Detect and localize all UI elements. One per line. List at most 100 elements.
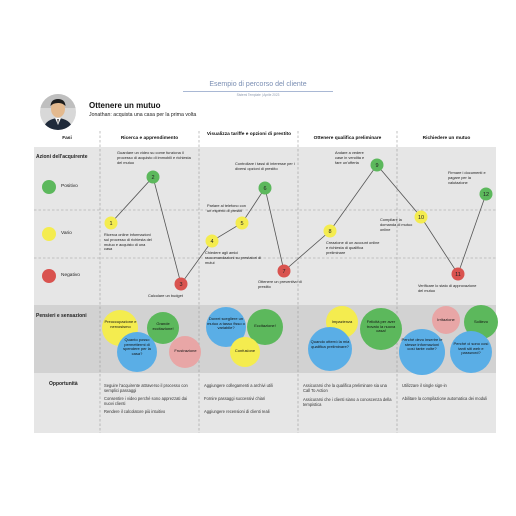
- title-divider: [183, 91, 333, 92]
- opportunities-band: [34, 373, 496, 433]
- journey-point-label-2: 2: [151, 175, 154, 181]
- journey-note-7: Ottenere un preventivo di prestito: [258, 279, 302, 289]
- opportunity-item: Seguire l'acquirente attraverso il proce…: [104, 383, 188, 393]
- opportunity-item: Fornire passaggi successivi chiari: [204, 396, 266, 401]
- opportunity-item: Utilizzare il single sign-in: [402, 383, 447, 388]
- opportunity-item: Aggiungere recensioni di clienti reali: [204, 409, 270, 414]
- thought-excitement-2: Eccitazione!: [254, 323, 276, 328]
- journey-point-12: [479, 187, 493, 201]
- opportunities-apply: Utilizzare il single sign-in Abilitare l…: [402, 383, 494, 401]
- bubble-irritation: [432, 306, 460, 334]
- journey-note-10: Compilare la domanda di mutuo online: [380, 217, 413, 232]
- page-subtitle: Sistemi Template | Aprile 2023: [236, 93, 280, 97]
- thought-happiness: Felicità per aver trovato la nuova casa!: [366, 319, 396, 334]
- legend-negative-label: Negativo: [61, 273, 80, 278]
- journey-note-6: Controllare i tassi di interesse per i d…: [235, 161, 295, 171]
- thought-relief: Sollievo: [473, 319, 488, 324]
- phases-header: Fasi: [62, 136, 72, 141]
- thought-frustration: Frustrazione: [174, 348, 197, 353]
- bubble-excitement-2: [247, 309, 283, 345]
- legend-neutral-label: Vario: [61, 231, 72, 236]
- journey-point-3: [174, 277, 188, 291]
- journey-note-3: Calcolare un budget: [148, 293, 183, 298]
- journey-point-label-3: 3: [179, 282, 182, 288]
- thought-confusion: Confusione: [234, 348, 256, 353]
- legend-markers: [42, 180, 56, 283]
- journey-point-8: [323, 224, 337, 238]
- bubble-frustration: [169, 336, 201, 368]
- journey-point-label-1: 1: [109, 221, 112, 227]
- journey-point-label-8: 8: [328, 229, 331, 235]
- avatar: [40, 94, 76, 130]
- phase-research: Ricerca e apprendimento: [120, 136, 179, 141]
- journey-note-5: Parlare al telefono con un esperto di pr…: [207, 203, 246, 213]
- journey-point-4: [205, 234, 219, 248]
- thought-sites-passwords: Perché ci sono così tanti siti web e pas…: [453, 341, 489, 356]
- journey-note-11: Verificare lo stato di approvazione del …: [418, 283, 477, 293]
- opportunity-item: Assicurarsi che la qualifica preliminare…: [303, 383, 387, 393]
- thought-fixed-variable: Dovrei scegliere un mutuo a tasso fisso …: [207, 316, 245, 331]
- persona-name: Ottenere un mutuo: [89, 101, 161, 110]
- journey-point-10: [414, 210, 428, 224]
- bubble-happiness: [360, 308, 402, 350]
- thought-prequal-question: Quando otterrò la mia qualifica prelimin…: [310, 339, 350, 349]
- journey-point-label-6: 6: [263, 186, 266, 192]
- opportunities-rates: Aggiungere collegamenti a archivi utili …: [204, 383, 296, 414]
- phase-apply: Richiedere un mutuo: [422, 136, 471, 141]
- row-label-opportunities: Opportunità: [49, 381, 78, 387]
- journey-point-9: [370, 158, 384, 172]
- thought-irritation: Irritazione: [437, 317, 455, 322]
- journey-note-8: Creazione di un account online e richies…: [326, 240, 380, 255]
- legend-positive-dot: [42, 180, 56, 194]
- phase-prequalify: Ottenere qualifica preliminare: [313, 136, 382, 141]
- journey-point-6: [258, 181, 272, 195]
- journey-point-label-5: 5: [240, 221, 243, 227]
- persona-description: Jonathan: acquista una casa per la prima…: [89, 112, 197, 118]
- opportunities-research: Seguire l'acquirente attraverso il proce…: [104, 383, 196, 414]
- row-label-thoughts: Pensieri e sensazioni: [36, 313, 87, 319]
- journey-point-label-4: 4: [210, 239, 213, 245]
- journey-point-label-10: 10: [418, 215, 424, 221]
- bubble-relief: [464, 305, 498, 339]
- bubble-prequal-question: [308, 327, 352, 371]
- thought-excitement-1: Grande eccitazione!: [152, 321, 174, 331]
- opportunity-item: Assicurarsi che i clienti siano a conosc…: [303, 397, 392, 407]
- bubble-same-info: [399, 329, 445, 375]
- bubble-fixed-variable: [206, 307, 246, 347]
- journey-point-11: [451, 267, 465, 281]
- phase-rates: Visualizza tariffe e opzioni di prestito: [206, 132, 292, 137]
- bubble-sites-passwords: [450, 331, 492, 373]
- opportunities-prequalify: Assicurarsi che la qualifica preliminare…: [303, 383, 395, 407]
- thought-impatience: Impazienza: [331, 319, 353, 324]
- legend-positive-label: Positivo: [61, 184, 78, 189]
- journey-point-5: [235, 216, 249, 230]
- opportunity-item: Abilitare la compilazione automatica dei…: [402, 396, 488, 401]
- journey-point-label-7: 7: [282, 269, 285, 275]
- bubble-confusion: [230, 337, 260, 367]
- journey-note-4: Chiedere agli amici raccomandazioni su p…: [205, 250, 262, 265]
- opportunity-item: Consentire i video perché sono apprezzat…: [104, 396, 188, 406]
- opportunity-item: Rendere il calcolatore più intuitivo: [104, 409, 166, 414]
- journey-point-label-9: 9: [375, 163, 378, 169]
- bubble-budget-question: [117, 332, 157, 372]
- legend-neutral-dot: [42, 227, 56, 241]
- thought-same-info: Perché devo inserire le stesse informazi…: [401, 337, 443, 352]
- journey-note-1: Ricerca online informazioni sul processo…: [104, 232, 152, 252]
- bubble-excitement-1: [147, 312, 179, 344]
- journey-point-label-12: 12: [483, 192, 489, 198]
- journey-note-12: Firmare i documenti e pagare per la valu…: [448, 170, 486, 185]
- thought-worry: Preoccupazione e nervosismo: [104, 319, 137, 329]
- row-label-actions: Azioni dell'acquirente: [36, 154, 88, 160]
- thought-budget-question: Quanto posso permettermi di spendere per…: [123, 337, 151, 357]
- journey-line: [110, 164, 487, 285]
- journey-point-7: [277, 264, 291, 278]
- opportunity-item: Aggiungere collegamenti a archivi utili: [204, 383, 273, 388]
- legend-negative-dot: [42, 269, 56, 283]
- journey-note-2: Guardare un video su come funziona il pr…: [117, 150, 191, 165]
- grid-lines: [34, 131, 496, 433]
- page-title: Esempio di percorso del cliente: [209, 81, 307, 88]
- journey-point-1: [104, 216, 118, 230]
- journey-point-label-11: 11: [455, 272, 461, 278]
